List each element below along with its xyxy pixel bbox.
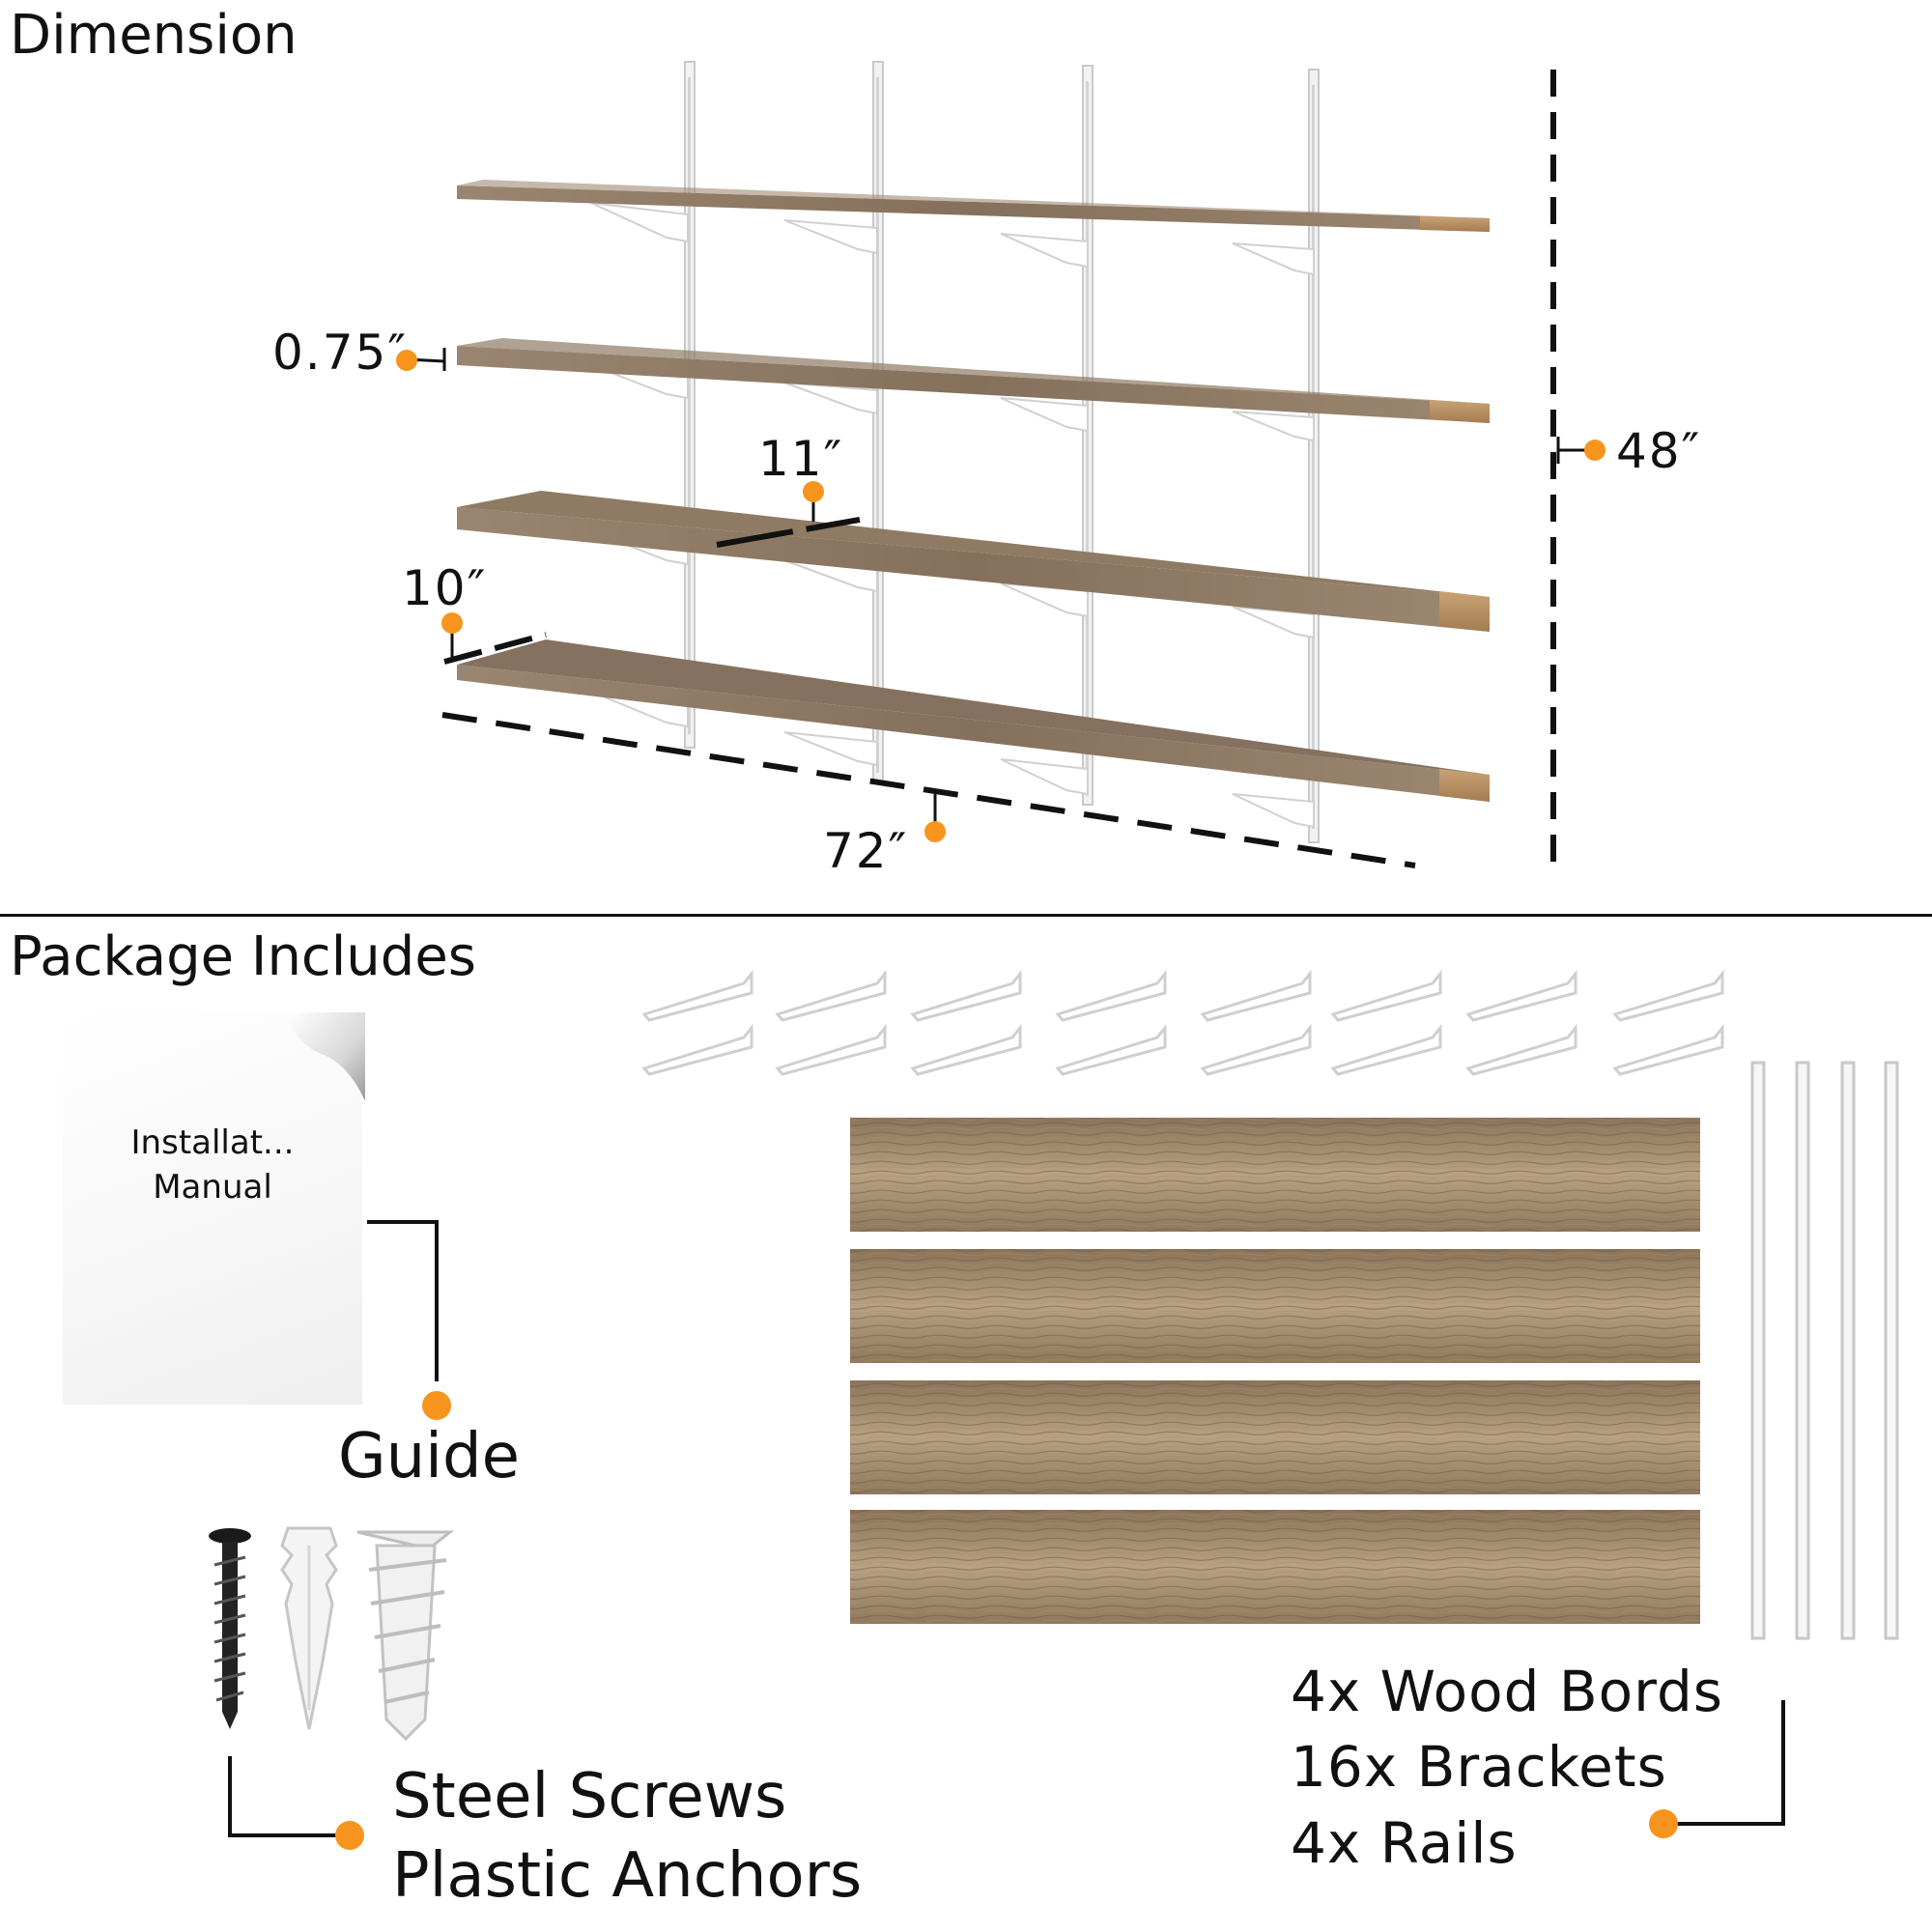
- bracket-icon: [1465, 1023, 1577, 1076]
- bracket-set: [641, 969, 1724, 1076]
- bracket-icon: [641, 1023, 753, 1076]
- bracket-icon: [1055, 1023, 1167, 1076]
- hardware-label-screws: Steel Screws: [392, 1761, 787, 1833]
- bracket-icon: [910, 969, 1022, 1022]
- accent-dots: [396, 350, 1605, 842]
- width-label: 72″: [823, 823, 909, 879]
- thickness-label: 0.75″: [272, 325, 409, 381]
- guide-label: Guide: [338, 1421, 520, 1492]
- bracket-icon: [641, 969, 753, 1022]
- wood-board-set: [850, 1118, 1700, 1624]
- bracket-icon: [1612, 1023, 1724, 1076]
- package-heading: Package Includes: [10, 925, 476, 988]
- bracket-icon: [1055, 969, 1167, 1022]
- wood-board-grain: [850, 1249, 1700, 1363]
- rail-icon: [1750, 1061, 1766, 1640]
- screw-icon: [209, 1528, 251, 1729]
- contents-item-brackets: 16x Brackets: [1291, 1734, 1667, 1801]
- depth-bottom-label: 10″: [402, 560, 488, 616]
- width-dashed-line: [441, 712, 1416, 868]
- rail-icon: [1795, 1061, 1810, 1640]
- dot-depth-bottom: [441, 612, 463, 634]
- manual-text: Installat... Manual: [92, 1121, 333, 1209]
- wood-board-grain: [850, 1380, 1700, 1494]
- dot-height: [1584, 440, 1605, 461]
- installation-manual-image: [63, 1012, 362, 1405]
- dot-thickness: [396, 350, 417, 371]
- rail-set: [1750, 1061, 1899, 1640]
- contents-item-boards: 4x Wood Bords: [1291, 1659, 1723, 1724]
- depth-bottom-dashed-line: [443, 632, 547, 665]
- manual-title: Installat...: [130, 1123, 295, 1162]
- rail-icon: [1884, 1061, 1899, 1640]
- rail: [684, 61, 696, 749]
- dot-depth-top: [803, 481, 824, 502]
- dot-width: [924, 821, 946, 842]
- dot-guide: [422, 1391, 451, 1420]
- dot-contents: [1649, 1809, 1678, 1838]
- rail: [1308, 69, 1320, 843]
- hardware-label-anchors: Plastic Anchors: [392, 1840, 863, 1912]
- wood-board-grain: [850, 1510, 1700, 1624]
- bracket-icon: [1200, 969, 1312, 1022]
- plastic-anchor-icon: [280, 1526, 338, 1730]
- shelf-board: [457, 639, 1490, 802]
- dimension-lines: [441, 70, 1556, 868]
- shelf-board: [457, 180, 1490, 232]
- page-curl-icon: [290, 1012, 365, 1101]
- depth-top-dashed-line: [716, 517, 861, 548]
- bracket-icon: [775, 969, 887, 1022]
- bracket-icon: [1465, 969, 1577, 1022]
- depth-top-label: 11″: [758, 431, 844, 487]
- rail: [1082, 65, 1094, 806]
- bracket-icon: [775, 1023, 887, 1076]
- bracket-icon: [1200, 1023, 1312, 1076]
- contents-list: 4x Wood Bords 16x Brackets 4x Rails: [1291, 1654, 1723, 1881]
- dot-hardware: [335, 1821, 364, 1850]
- wall-rails: [684, 61, 1320, 843]
- bracket-icon: [1330, 969, 1442, 1022]
- section-divider: [0, 914, 1932, 917]
- bracket-icon: [1330, 1023, 1442, 1076]
- dimension-heading: Dimension: [10, 4, 298, 67]
- rail-icon: [1840, 1061, 1856, 1640]
- manual-subtitle: Manual: [153, 1168, 272, 1207]
- shelf-boards: [457, 180, 1490, 802]
- bracket-icon: [910, 1023, 1022, 1076]
- bracket-icon: [1612, 969, 1724, 1022]
- height-label: 48″: [1616, 423, 1702, 479]
- shelf-board: [457, 338, 1490, 423]
- contents-item-rails: 4x Rails: [1291, 1809, 1518, 1876]
- shelf-board: [457, 491, 1490, 632]
- drywall-anchor-icon: [356, 1530, 455, 1742]
- wood-board-grain: [850, 1118, 1700, 1232]
